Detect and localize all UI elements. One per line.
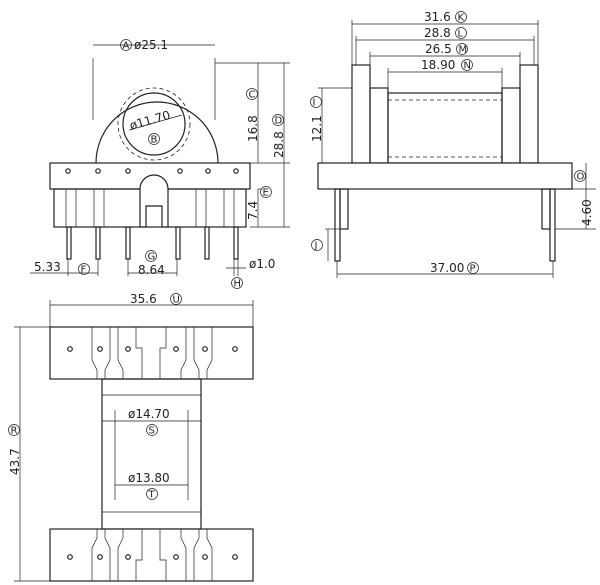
plan-view-bottom-slots — [91, 529, 213, 581]
dim-tag-P: P — [467, 262, 479, 275]
side-view-right-flange — [519, 64, 539, 164]
dim-tag-O: O — [574, 170, 586, 183]
svg-text:B: B — [151, 135, 158, 146]
dim-label-overall-depth: 43.7 — [8, 448, 22, 475]
dim-tag-F: F — [78, 263, 90, 276]
svg-text:D: D — [275, 116, 283, 127]
dim-tag-M: M — [456, 43, 468, 56]
plan-view-core — [101, 378, 202, 530]
svg-text:L: L — [458, 29, 464, 40]
svg-text:H: H — [234, 279, 242, 290]
front-view-flange-outline — [95, 101, 219, 164]
plan-view-top-flange — [49, 326, 254, 380]
dim-label-leg-height: 4.60 — [580, 199, 594, 226]
dim-label-inner-span: 26.5 — [425, 42, 452, 56]
dim-tag-R: R — [8, 424, 20, 437]
plan-view-bottom-pin-holes — [67, 554, 238, 560]
plan-view-bottom-flange — [49, 528, 254, 582]
dim-label-rail-height: 7.4 — [246, 201, 260, 220]
dim-label-overall-height: 28.8 — [272, 131, 286, 158]
svg-text:N: N — [464, 61, 471, 72]
dim-tag-H: H — [231, 277, 243, 290]
svg-text:U: U — [173, 295, 180, 306]
dim-tag-T: T — [146, 488, 158, 501]
side-view-base — [317, 162, 573, 190]
front-view-pin-holes — [65, 168, 239, 174]
svg-text:I: I — [313, 98, 316, 109]
svg-text:E: E — [263, 188, 269, 199]
svg-text:M: M — [459, 45, 468, 56]
dim-label-pin-pitch: 5.33 — [34, 260, 61, 274]
svg-text:K: K — [458, 13, 465, 24]
dim-label-flange-span: 28.8 — [424, 26, 451, 40]
svg-text:O: O — [577, 172, 585, 183]
dim-label-pin-diameter: ø1.0 — [249, 257, 275, 271]
plan-view: 35.6 U 43.7 R ø14.70 S ø13.80 T — [8, 292, 254, 582]
svg-text:S: S — [149, 426, 155, 437]
dim-tag-A: A — [120, 39, 132, 52]
dim-label-flange-height: 16.8 — [246, 115, 260, 142]
dim-tag-B: B — [148, 133, 160, 146]
svg-text:P: P — [470, 264, 476, 275]
dim-label-core-inner-diameter: ø13.80 — [128, 471, 170, 485]
svg-text:G: G — [148, 252, 156, 263]
dim-tag-D: D — [272, 114, 284, 127]
svg-text:J: J — [314, 241, 318, 252]
front-view-rail-ribs — [65, 189, 235, 227]
dim-tag-N: N — [461, 59, 473, 72]
dim-label-centre-gap: 8.64 — [138, 263, 165, 277]
dim-tag-S: S — [146, 424, 158, 437]
svg-text:F: F — [81, 265, 87, 276]
dim-label-winding-width: 18.90 — [421, 58, 455, 72]
plan-view-top-slots — [91, 327, 213, 379]
plan-view-top-pin-holes — [67, 346, 238, 352]
dim-label-core-outer-diameter: ø14.70 — [128, 407, 170, 421]
dim-tag-K: K — [455, 11, 467, 24]
svg-text:A: A — [123, 41, 130, 52]
svg-text:T: T — [148, 490, 156, 501]
dim-label-pin-row-span: 37.00 — [430, 261, 464, 275]
dim-label-overall-width: 35.6 — [130, 292, 157, 306]
svg-text:C: C — [249, 90, 256, 101]
dim-tag-C: C — [246, 88, 258, 101]
dim-tag-I: I — [310, 96, 322, 109]
dim-tag-G: G — [145, 250, 157, 263]
side-view-core — [387, 92, 503, 164]
dim-label-flange-diameter: ø25.1 — [134, 38, 168, 52]
front-view-centre-notch — [139, 174, 169, 228]
svg-text:R: R — [11, 426, 18, 437]
dim-label-core-diameter: ø11.70 — [128, 108, 172, 133]
dim-label-core-height: 12.1 — [310, 115, 324, 142]
side-view-left-flange — [351, 64, 371, 164]
dim-tag-E: E — [260, 186, 272, 199]
dim-tag-J: J — [311, 239, 323, 252]
front-view-core-hole — [122, 92, 186, 156]
front-view-core-hole-dashed — [117, 87, 191, 161]
front-view: ø25.1 A ø11.70 B 16.8 C 28.8 D 7.4 — [30, 38, 290, 290]
dim-tag-L: L — [455, 27, 467, 40]
dim-label-overall-length: 31.6 — [424, 10, 451, 24]
front-view-pins — [66, 226, 239, 260]
dim-tag-U: U — [170, 293, 182, 306]
side-view: 31.6 K 28.8 L 26.5 M 18.90 N — [310, 10, 596, 278]
